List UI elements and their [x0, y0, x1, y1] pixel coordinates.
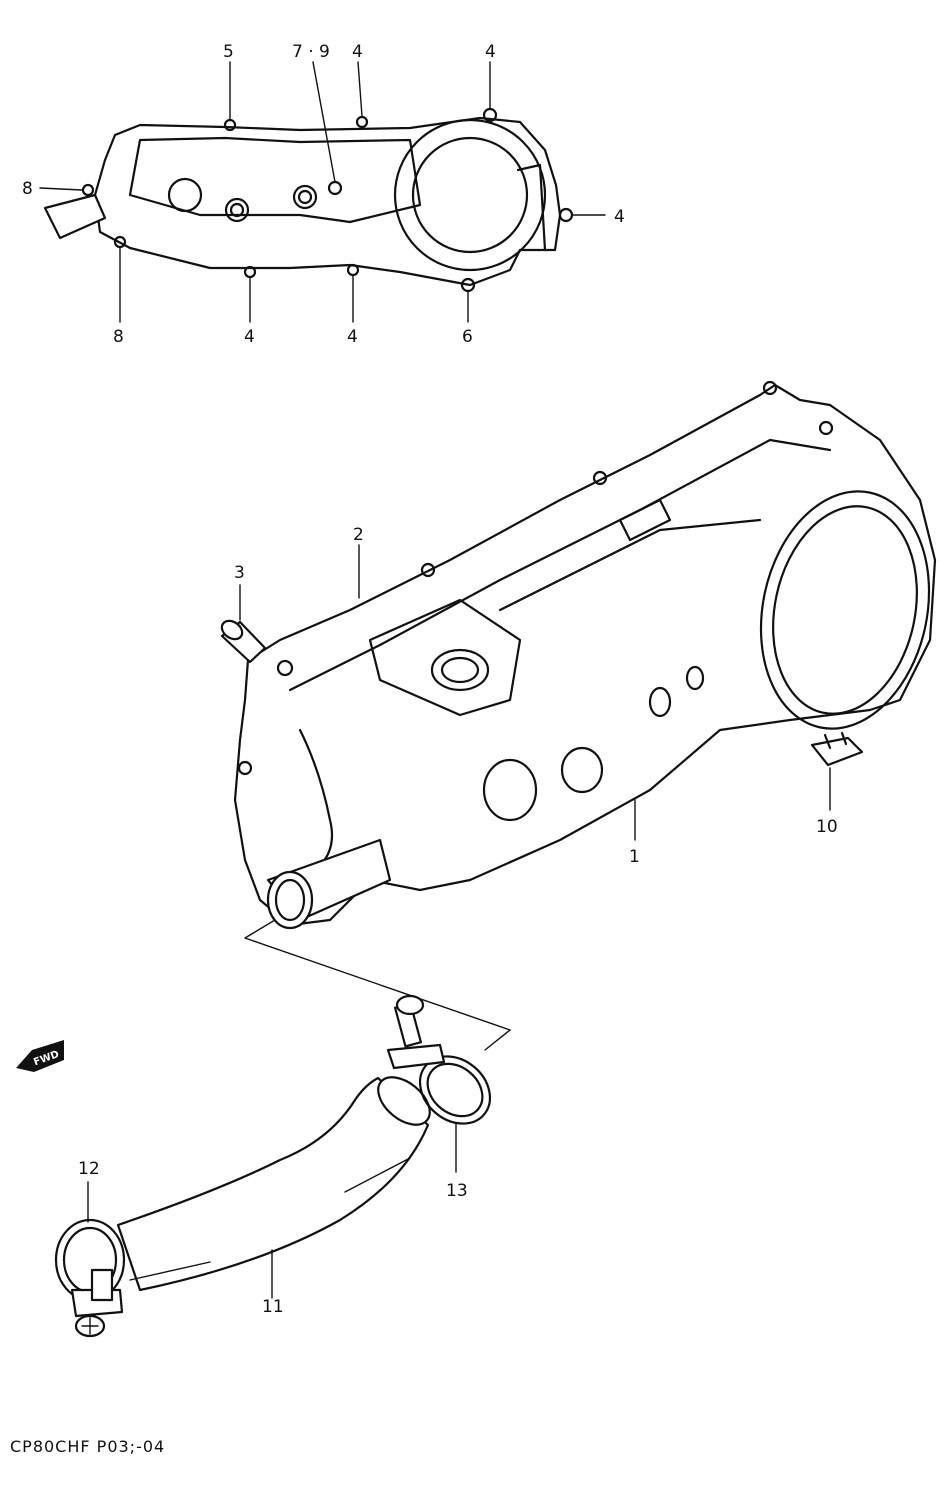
- callout-8: 8: [22, 179, 33, 199]
- callout-4: 4: [244, 327, 255, 347]
- callout-1: 1: [629, 847, 640, 867]
- callout-10: 10: [816, 817, 838, 837]
- crankcase-cover: [233, 380, 937, 930]
- main-leader-lines: [239, 544, 831, 1051]
- callout-4: 4: [347, 327, 358, 347]
- fwd-arrow-icon: FWD: [16, 1040, 64, 1072]
- callout-13: 13: [446, 1181, 468, 1201]
- callout-5: 5: [223, 42, 234, 62]
- hose-leader-lines: [87, 1123, 457, 1299]
- cover-assembly-top-view: [43, 107, 574, 293]
- air-duct-hose: [116, 1076, 431, 1292]
- callout-11: 11: [262, 1297, 284, 1317]
- top-leader-lines: [39, 61, 606, 323]
- clip: [810, 731, 864, 767]
- callout-8: 8: [113, 327, 124, 347]
- callout-7-9: 7 · 9: [292, 42, 330, 62]
- callout-4: 4: [614, 207, 625, 227]
- hose-clamp-lower: [54, 1218, 126, 1338]
- diagram-code: CP80CHF P03;-04: [10, 1437, 165, 1456]
- callout-12: 12: [78, 1159, 100, 1179]
- dowel-pin: [220, 619, 267, 664]
- callout-4: 4: [485, 42, 496, 62]
- callout-labels: 5 7 · 9 4 4 8 4 8 4 4 6 1 2 3 10 11 12 1…: [22, 42, 838, 1317]
- hose-clamp-upper: [386, 994, 492, 1125]
- callout-2: 2: [353, 525, 364, 545]
- callout-6: 6: [462, 327, 473, 347]
- callout-4: 4: [352, 42, 363, 62]
- callout-3: 3: [234, 563, 245, 583]
